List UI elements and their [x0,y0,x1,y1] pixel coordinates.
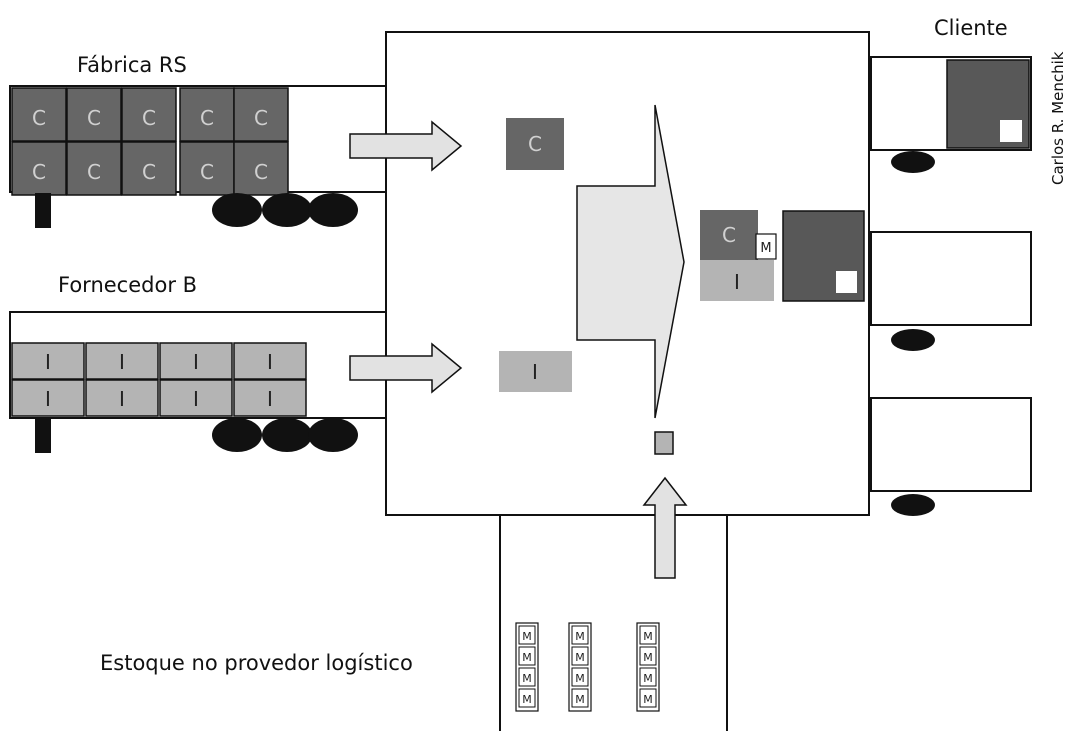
crate-label: C [142,160,156,184]
item-m: M [572,626,588,644]
crate-label: I [45,387,51,411]
crate-label: I [119,350,125,374]
crate-c: C [12,88,66,141]
label-fabrica: Fábrica RS [77,53,187,77]
crate-c: C [67,88,121,141]
consolidated-package [783,211,864,301]
label-cliente: Cliente [934,16,1008,40]
wheel [891,151,935,173]
crate-label: I [532,360,538,384]
wheel [262,193,312,227]
item-m-label: M [575,672,585,685]
crate-label: C [200,106,214,130]
item-m-label: M [643,630,653,643]
crate-label: C [87,106,101,130]
item-m-label: M [575,693,585,706]
facility-crate-i: I [499,351,572,392]
crate-label: C [32,160,46,184]
crate-label: I [45,350,51,374]
crate-label: C [254,160,268,184]
credit-text: Carlos R. Menchik [1049,51,1067,185]
wheel [891,329,935,351]
facility-item-m [655,432,673,454]
crate-i: I [12,343,84,379]
facility-crate-c: C [506,118,564,170]
wheel [262,418,312,452]
crate-i: I [86,380,158,416]
item-m: M [640,668,656,686]
crate-i: I [234,343,306,379]
crate-c: C [234,88,288,141]
item-m-label: M [522,630,532,643]
truck-fabrica-rs: C C C C C C C C C C [10,86,386,228]
label-fornecedor: Fornecedor B [58,273,197,297]
client-truck-1 [871,57,1031,173]
crate-i: I [234,380,306,416]
crate-c: C [180,88,234,141]
item-m-label: M [643,672,653,685]
trailer-leg [35,418,51,453]
crate-i: I [160,380,232,416]
label-estoque: Estoque no provedor logístico [100,651,413,675]
crate-label: C [254,106,268,130]
wheel [212,193,262,227]
crate-label: C [142,106,156,130]
client-truck-3 [871,398,1031,516]
crate-c: C [122,142,176,195]
item-m: M [640,647,656,665]
crate-i: I [86,343,158,379]
crate-c: C [12,142,66,195]
item-m: M [572,647,588,665]
item-m-label: M [522,672,532,685]
crate-label: C [32,106,46,130]
kit-label-m: M [760,241,771,256]
crate-i: I [12,380,84,416]
crate-label: C [87,160,101,184]
item-m-label: M [643,651,653,664]
crate-label: C [200,160,214,184]
wheel [891,494,935,516]
item-m: M [572,668,588,686]
crate-c: C [180,142,234,195]
crate-label: C [528,132,542,156]
item-m: M [572,689,588,707]
crate-label: I [119,387,125,411]
item-m-label: M [522,693,532,706]
item-m: M [519,647,535,665]
kit-label-i: I [734,270,740,294]
item-m: M [519,689,535,707]
kit-label-c: C [722,223,736,247]
crate-label: I [193,350,199,374]
crate-c: C [122,88,176,141]
crate-label: I [267,350,273,374]
item-m-label: M [575,630,585,643]
item-m-label: M [575,651,585,664]
crate-label: I [267,387,273,411]
item-m: M [640,626,656,644]
crate-label: I [193,387,199,411]
crate-i: I [160,343,232,379]
item-m: M [519,626,535,644]
item-m-label: M [643,693,653,706]
item-m-label: M [522,651,532,664]
crate-c: C [67,142,121,195]
item-m: M [640,689,656,707]
item-m: M [519,668,535,686]
wheel [212,418,262,452]
crate-c: C [234,142,288,195]
wheel [308,193,358,227]
client-truck-2 [871,232,1031,351]
trailer-leg [35,193,51,228]
wheel [308,418,358,452]
